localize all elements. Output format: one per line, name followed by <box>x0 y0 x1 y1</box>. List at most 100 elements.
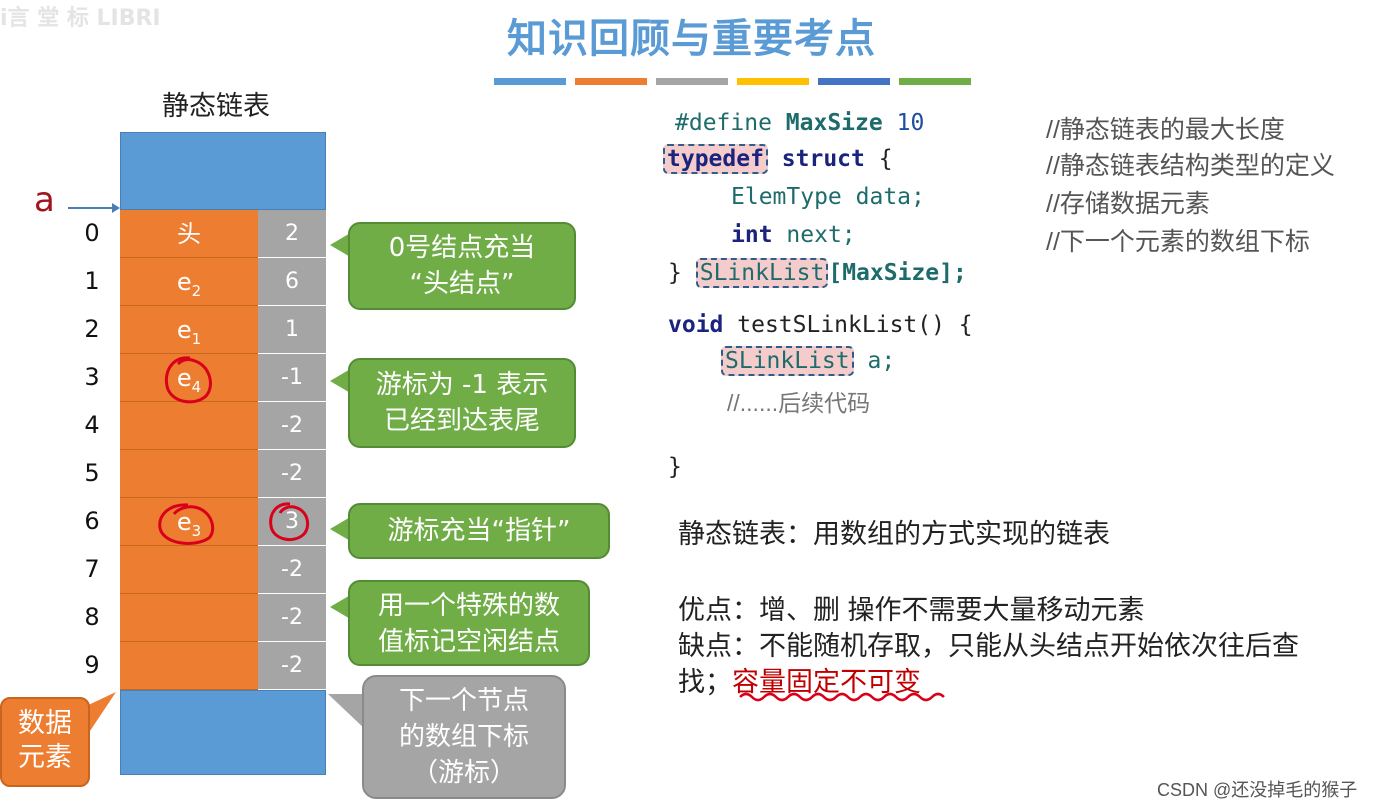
callout-next-index: 下一个节点 的数组下标 （游标） <box>362 675 566 799</box>
circle-mark-e4 <box>164 356 212 404</box>
local-type: SLinkList <box>721 346 854 376</box>
row-index: 4 <box>84 411 100 439</box>
data-value: 头 <box>177 220 201 248</box>
data-cell <box>120 450 258 498</box>
next-cell: -2 <box>258 450 326 498</box>
row-index: 0 <box>84 219 100 247</box>
colorbar-segment <box>899 78 971 85</box>
colorbar-segment <box>818 78 890 85</box>
code-line-ellipsis: //......后续代码 <box>727 390 871 416</box>
elemtype-token: ElemType <box>731 184 842 210</box>
callout-head-node: 0号结点充当 “头结点” <box>348 222 576 310</box>
callout-pointer-free <box>330 594 352 620</box>
code-line-local: SLinkList a; <box>721 346 896 376</box>
data-cell <box>120 594 258 642</box>
pointer-arrow <box>68 203 120 213</box>
data-subscript: 1 <box>191 329 202 348</box>
array-top-block <box>120 132 326 210</box>
circle-mark-3 <box>269 502 310 542</box>
callout-pointer-next <box>328 694 366 730</box>
next-cell: -2 <box>258 642 326 690</box>
code-line-define: #define MaxSize 10 <box>675 110 924 136</box>
callout-free-mark: 用一个特殊的数 值标记空闲结点 <box>348 580 590 666</box>
watermark-topleft: i言 堂 标 LIBRI <box>0 6 161 31</box>
note-definition: 静态链表：用数组的方式实现的链表 <box>678 519 1110 549</box>
callout-pointer-data <box>82 692 116 734</box>
circle-mark-e3 <box>158 503 215 545</box>
callout-cursor-end: 游标为 -1 表示 已经到达表尾 <box>348 358 576 448</box>
row-index: 7 <box>84 555 100 583</box>
row-index: 5 <box>84 459 100 487</box>
array-dimension: [MaxSize]; <box>828 260 967 286</box>
data-cell: e4 <box>120 354 258 402</box>
data-value: e <box>176 268 192 296</box>
static-list-label: 静态链表 <box>162 91 270 122</box>
next-cell: -1 <box>258 354 326 402</box>
data-subscript: 2 <box>191 281 202 300</box>
data-cell: e2 <box>120 258 258 306</box>
code-line-func: void testSLinkList() { <box>668 312 973 338</box>
callout-cursor-pointer: 游标充当“指针” <box>348 503 610 559</box>
brace-close: } <box>668 260 682 286</box>
colorbar-segment <box>575 78 647 85</box>
note-cons-line2: 找；容量固定不可变 <box>678 660 921 699</box>
data-subscript: 4 <box>191 377 202 396</box>
data-subscript: 3 <box>191 521 202 540</box>
comment-data: //存储数据元素 <box>1046 190 1210 218</box>
data-value: e <box>176 508 192 536</box>
define-name: MaxSize <box>785 110 883 136</box>
colorbar-segment <box>737 78 809 85</box>
code-line-close: } SLinkList[MaxSize]; <box>668 258 967 288</box>
struct-keyword: struct <box>781 146 865 172</box>
footer-credit: CSDN @还没掉毛的猴子 <box>1157 780 1358 800</box>
colorbar-segment <box>494 78 566 85</box>
local-var: a; <box>867 348 896 374</box>
brace-open: { <box>878 146 893 172</box>
callout-data-elem: 数据 元素 <box>0 697 90 787</box>
func-signature: testSLinkList() { <box>737 312 973 338</box>
callout-pointer-cursor <box>330 516 352 542</box>
typedef-keyword: typedef <box>663 144 768 174</box>
array-bottom-block <box>120 690 326 775</box>
row-index: 2 <box>84 315 100 343</box>
wavy-underline <box>739 692 945 702</box>
int-keyword: int <box>731 222 773 248</box>
next-cell: -2 <box>258 546 326 594</box>
data-value: e <box>176 364 192 392</box>
slinklist-type: SLinkList <box>695 258 829 288</box>
row-index: 3 <box>84 363 100 391</box>
data-cell: e1 <box>120 306 258 354</box>
code-line-data: ElemType data; <box>731 184 925 210</box>
data-cell <box>120 402 258 450</box>
next-field: next; <box>786 222 856 248</box>
comment-struct: //静态链表结构类型的定义 <box>1046 152 1335 180</box>
comment-maxsize: //静态链表的最大长度 <box>1046 116 1285 144</box>
page-title: 知识回顾与重要考点 <box>507 16 876 62</box>
note-pros: 优点：增、删 操作不需要大量移动元素 <box>678 595 1145 625</box>
cons-prefix: 找； <box>678 667 732 697</box>
next-cell: 6 <box>258 258 326 306</box>
define-directive: #define <box>675 110 772 136</box>
code-line-typedef: typedef struct { <box>663 144 893 174</box>
pointer-a-label: a <box>34 180 55 220</box>
row-index: 9 <box>84 651 100 679</box>
data-field: data; <box>855 184 925 210</box>
comment-next: //下一个元素的数组下标 <box>1046 228 1310 256</box>
next-cell: 1 <box>258 306 326 354</box>
row-index: 1 <box>84 267 100 295</box>
callout-pointer-end <box>330 368 352 394</box>
note-cons-line1: 缺点：不能随机存取，只能从头结点开始依次往后查 <box>678 631 1299 661</box>
data-cell: 头 <box>120 210 258 258</box>
data-cell <box>120 642 258 690</box>
define-value: 10 <box>896 110 925 136</box>
row-index: 6 <box>84 507 100 535</box>
data-value: e <box>176 316 192 344</box>
next-cell: 2 <box>258 210 326 258</box>
code-line-next: int next; <box>731 222 856 248</box>
cons-emphasis: 容量固定不可变 <box>732 667 921 697</box>
next-cell: -2 <box>258 402 326 450</box>
callout-pointer-head <box>330 232 352 258</box>
colorbar-segment <box>656 78 728 85</box>
code-line-func-close: } <box>668 454 682 480</box>
data-cell <box>120 546 258 594</box>
